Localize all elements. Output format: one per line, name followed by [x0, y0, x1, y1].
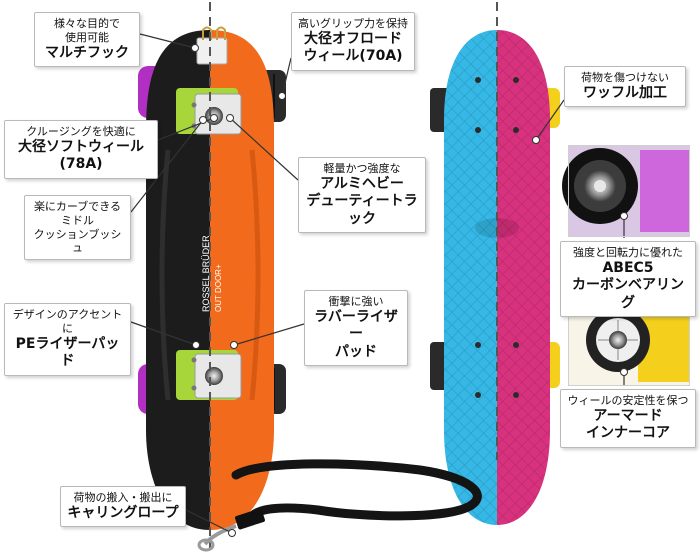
callout-soft-wheel: クルージングを快適に大径ソフトウィール(78A) [4, 120, 158, 179]
callout-waffle-finish: 荷物を傷つけないワッフル加工 [564, 66, 686, 108]
bearing-photo-frame [568, 145, 690, 237]
callout-carrying-rope: 荷物の搬入・搬出にキャリングロープ [60, 486, 186, 528]
callout-line: ラバーライザー [314, 308, 398, 343]
callout-line: ウィール(70A) [303, 48, 403, 65]
callout-line: 様々な目的で [54, 17, 120, 30]
bearing-detail-photo [562, 145, 690, 237]
callout-line: 軽量かつ強度な [323, 162, 401, 175]
callout-rubber-riser-pad: 衝撃に強いラバーライザーパッド [304, 290, 408, 367]
callout-line: ABEC5 [602, 259, 654, 276]
callout-line: 強度と回転力に優れた [573, 246, 683, 259]
callout-line: クッションブッシュ [33, 227, 122, 255]
callout-line: デザインのアクセントに [12, 308, 123, 335]
callout-line: カーボンベアリング [572, 277, 684, 311]
callout-line: パッド [335, 343, 377, 360]
callout-line: 衝撃に強い [328, 295, 384, 308]
callout-aluminum-truck: 軽量かつ強度なアルミヘビーデューティートラック [298, 157, 426, 234]
callout-line: 荷物の搬入・搬出に [73, 491, 173, 504]
callout-line: PEライザーパッド [15, 335, 120, 370]
carrying-rope [197, 459, 482, 552]
callout-multi-hook: 様々な目的で使用可能マルチフック [34, 12, 140, 67]
callout-line: アーマード [593, 407, 663, 424]
callout-line: クルージングを快適に [26, 125, 136, 138]
callout-line: 荷物を傷つけない [581, 71, 669, 84]
callout-line: ワッフル加工 [583, 84, 667, 101]
callout-line: 大径オフロード [304, 30, 402, 47]
callout-line: インナーコア [586, 425, 670, 442]
callout-line: キャリングロープ [67, 504, 179, 521]
callout-line: 楽にカーブできる [33, 200, 122, 213]
board-sub-text: OUT DOOR+ [214, 264, 223, 312]
callout-line: 大径ソフトウィール [18, 138, 144, 155]
callout-line: デューティートラック [306, 193, 418, 227]
callout-line: (78A) [59, 156, 103, 173]
callout-line: 高いグリップ力を保持 [298, 17, 408, 30]
callout-line: アルミヘビー [320, 175, 404, 192]
callout-line: ミドル [61, 213, 94, 227]
board-brand-text: ROSSEL BRÜDER [201, 235, 211, 312]
callout-line: マルチフック [45, 44, 129, 61]
callout-line: ウィールの安定性を保つ [567, 394, 689, 407]
callout-line: 使用可能 [65, 30, 109, 44]
callout-armored-innercore: ウィールの安定性を保つアーマードインナーコア [560, 389, 696, 448]
multi-hook [196, 26, 228, 65]
callout-offroad-wheel: 高いグリップ力を保持大径オフロードウィール(70A) [291, 12, 415, 71]
callout-cushion-bushing: 楽にカーブできるミドルクッションブッシュ [24, 195, 131, 260]
